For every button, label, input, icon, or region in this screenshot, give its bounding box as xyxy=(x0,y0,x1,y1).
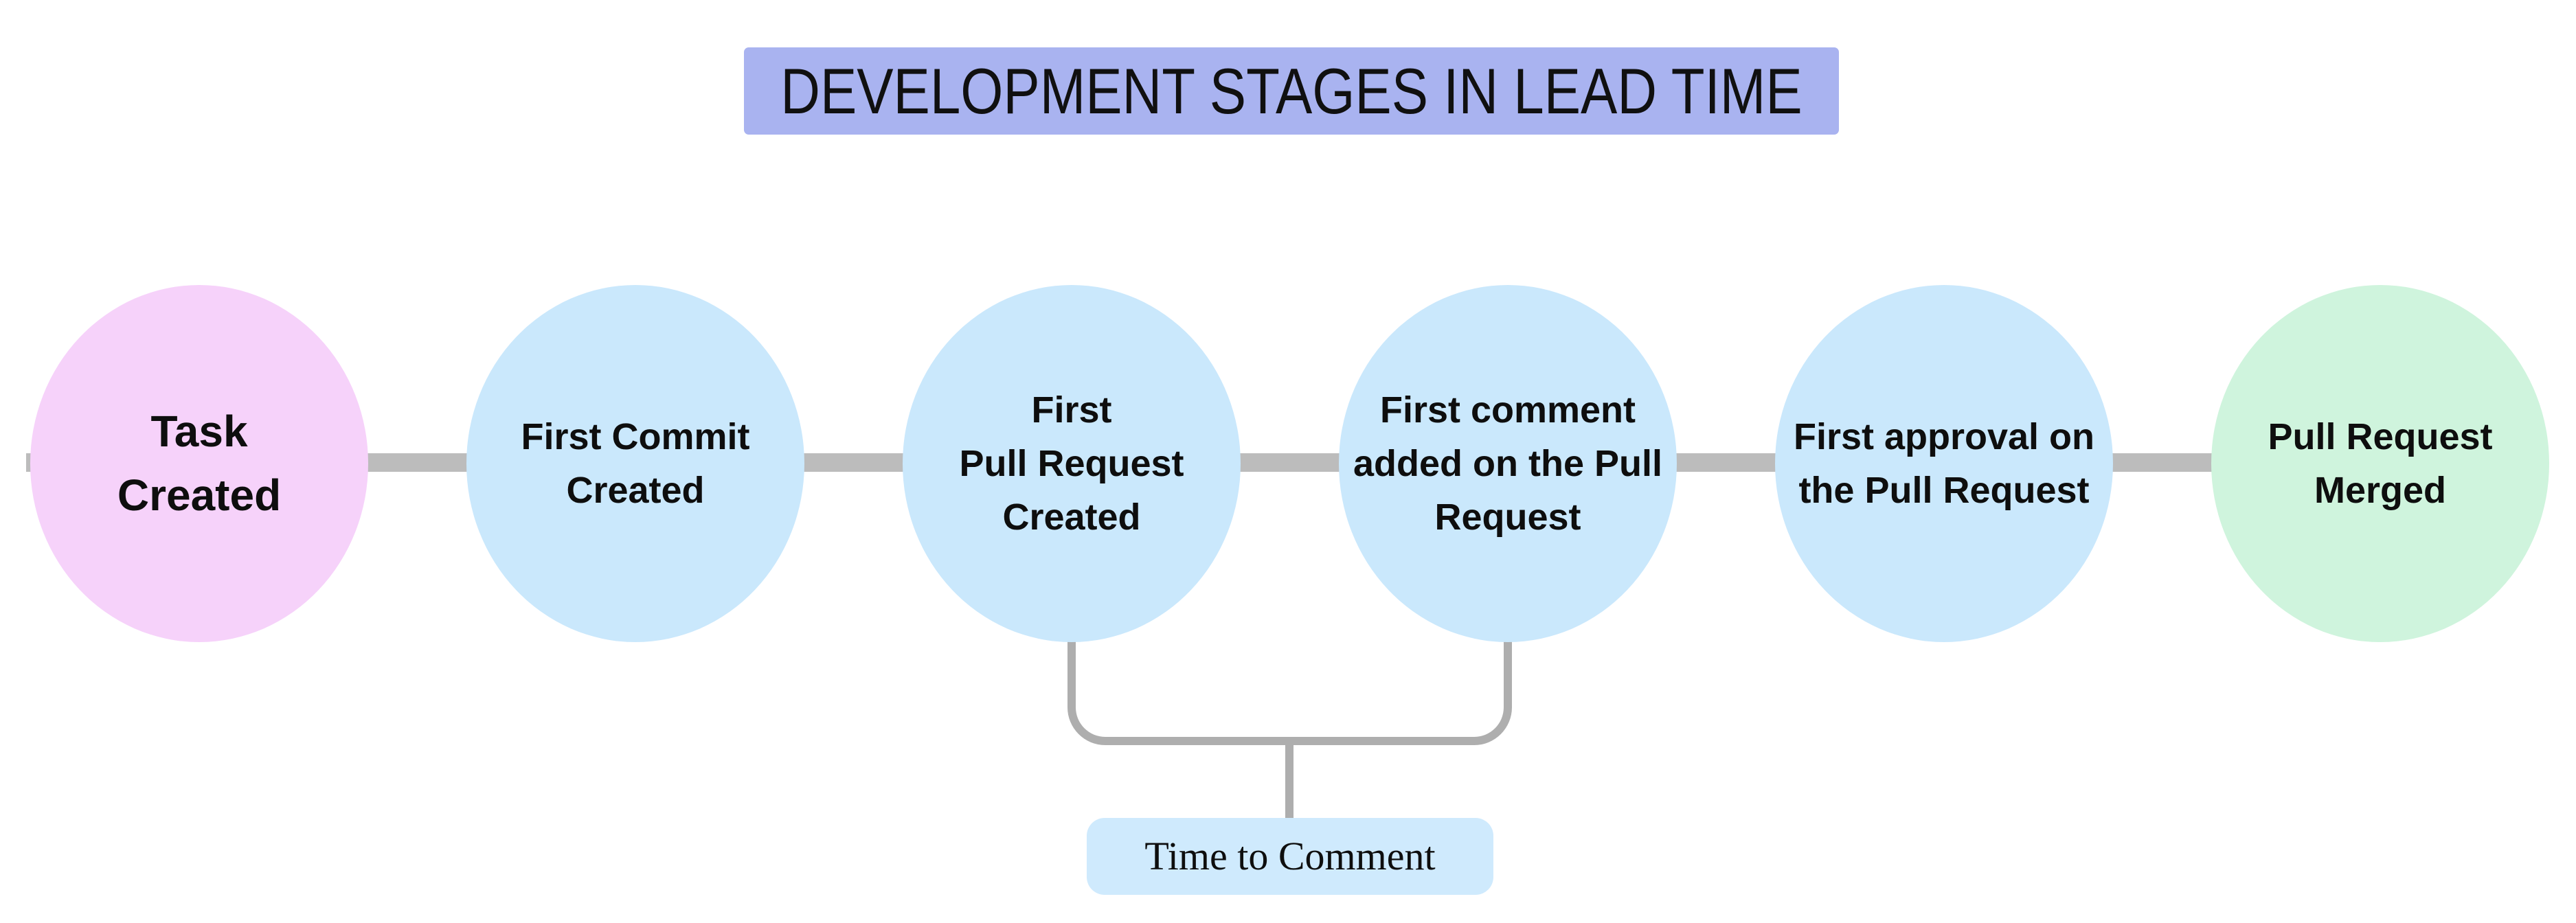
comment-span-bracket-stem xyxy=(1285,745,1293,819)
stage-label: Task Created xyxy=(117,407,282,520)
stage-label: First approval on the Pull Request xyxy=(1793,415,2095,511)
stage-label: Pull Request Merged xyxy=(2268,415,2493,511)
stage-circle-first-commit: First Commit Created xyxy=(466,285,804,642)
stage-label: First comment added on the Pull Request xyxy=(1353,389,1662,538)
page-title-text: DEVELOPMENT STAGES IN LEAD TIME xyxy=(780,54,1803,127)
time-to-comment-text: Time to Comment xyxy=(1144,834,1436,878)
stage-label: First Commit Created xyxy=(521,415,750,511)
stage-circle-first-comment: First comment added on the Pull Request xyxy=(1339,285,1677,642)
comment-span-bracket xyxy=(1067,637,1512,745)
stage-circle-first-approval: First approval on the Pull Request xyxy=(1775,285,2113,642)
stage-circle-first-pull-request: First Pull Request Created xyxy=(903,285,1241,642)
page-title: DEVELOPMENT STAGES IN LEAD TIME xyxy=(744,47,1839,135)
stage-circle-pr-merged: Pull Request Merged xyxy=(2211,285,2549,642)
stage-circle-task-created: Task Created xyxy=(30,285,368,642)
time-to-comment-label: Time to Comment xyxy=(1087,818,1493,895)
stage-label: First Pull Request Created xyxy=(959,389,1184,538)
